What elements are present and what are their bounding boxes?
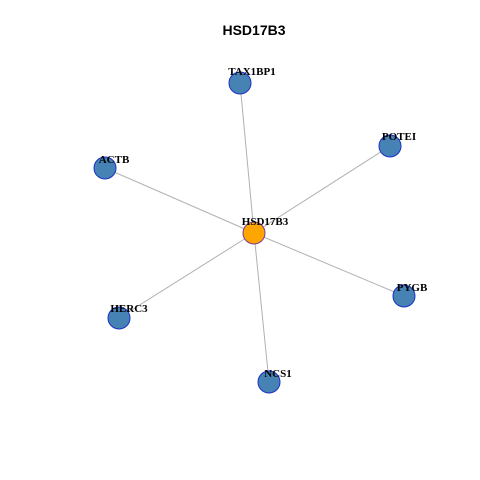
edge-hub-tax1bp1 [239,82,255,234]
edge-layer [104,82,405,383]
node-ncs1[interactable] [257,370,281,394]
node-label-tax1bp1: TAX1BP1 [228,66,275,78]
node-layer [93,71,416,394]
node-hub[interactable] [242,221,266,245]
node-label-ncs1: NCS1 [264,368,292,380]
node-label-potei: POTEI [382,131,416,143]
node-label-hub: HSD17B3 [242,216,289,228]
diagram-title: HSD17B3 [222,22,285,38]
node-label-actb: ACTB [99,154,130,166]
edge-hub-actb [104,167,255,234]
node-actb[interactable] [93,156,117,180]
edge-hub-ncs1 [253,232,270,383]
node-tax1bp1[interactable] [228,71,252,95]
edge-hub-herc3 [118,232,255,319]
node-label-herc3: HERC3 [110,303,148,315]
edge-hub-potei [253,145,391,234]
node-label-pygb: PYGB [397,282,428,294]
node-potei[interactable] [378,134,402,158]
node-herc3[interactable] [107,306,131,330]
node-pygb[interactable] [392,284,416,308]
edge-hub-pygb [253,232,405,297]
